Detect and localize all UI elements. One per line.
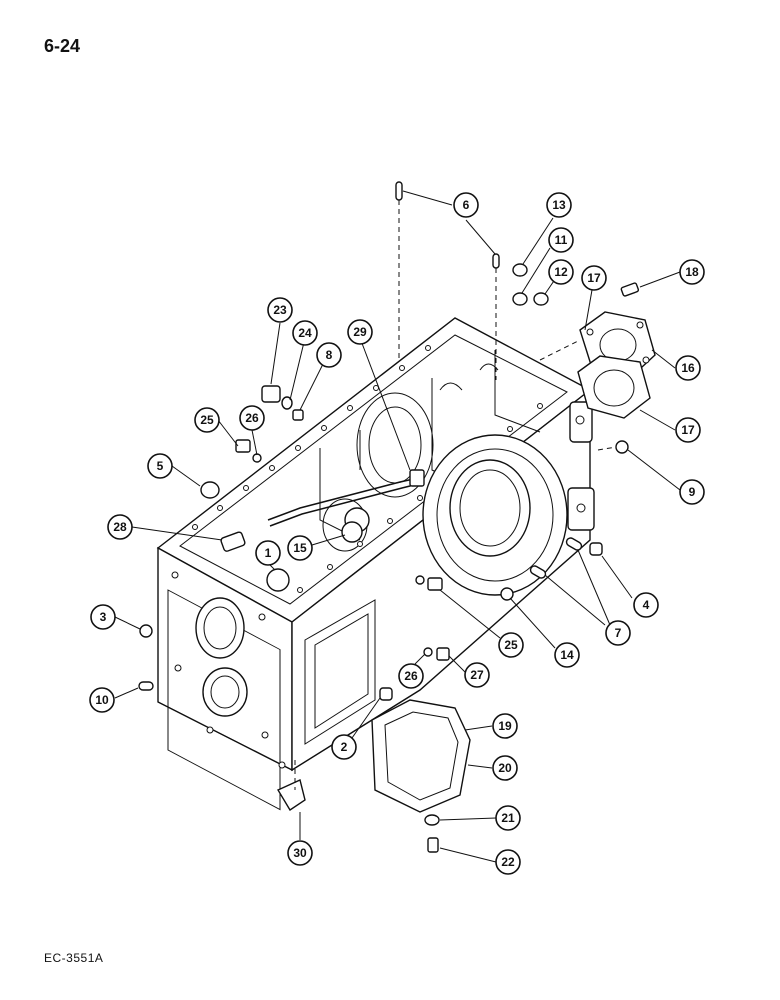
callout-2: 2 <box>331 734 357 760</box>
svg-text:27: 27 <box>470 668 484 682</box>
svg-text:7: 7 <box>615 626 622 640</box>
svg-text:6: 6 <box>463 198 470 212</box>
svg-text:23: 23 <box>273 303 287 317</box>
svg-text:16: 16 <box>681 361 695 375</box>
svg-text:25: 25 <box>504 638 518 652</box>
callout-12: 12 <box>548 259 574 285</box>
svg-text:21: 21 <box>501 811 515 825</box>
callouts: 6 13 11 12 17 18 16 17 9 23 24 8 29 25 2… <box>89 192 705 875</box>
callout-23: 23 <box>267 297 293 323</box>
callout-18: 18 <box>679 259 705 285</box>
svg-text:18: 18 <box>685 265 699 279</box>
svg-text:11: 11 <box>555 233 568 247</box>
callout-15: 15 <box>287 535 313 561</box>
callout-26-bottom: 26 <box>398 663 424 689</box>
callout-6: 6 <box>453 192 479 218</box>
leader-lines <box>114 190 681 863</box>
callout-21: 21 <box>495 805 521 831</box>
alignment-lines <box>294 200 617 790</box>
callout-8: 8 <box>316 342 342 368</box>
callout-3: 3 <box>90 604 116 630</box>
callout-20: 20 <box>492 755 518 781</box>
svg-text:3: 3 <box>100 610 107 624</box>
callout-25-top: 25 <box>194 407 220 433</box>
callout-17-bottom: 17 <box>675 417 701 443</box>
svg-text:26: 26 <box>404 669 418 683</box>
callout-25-bottom: 25 <box>498 632 524 658</box>
svg-text:26: 26 <box>245 411 259 425</box>
page-number: 6-24 <box>44 36 81 56</box>
svg-text:22: 22 <box>501 855 515 869</box>
svg-text:4: 4 <box>643 598 650 612</box>
svg-text:17: 17 <box>681 423 695 437</box>
svg-text:19: 19 <box>498 719 512 733</box>
svg-text:20: 20 <box>498 761 512 775</box>
svg-text:1: 1 <box>265 546 272 560</box>
svg-text:15: 15 <box>293 541 307 555</box>
callout-10: 10 <box>89 687 115 713</box>
callout-4: 4 <box>633 592 659 618</box>
callout-5: 5 <box>147 453 173 479</box>
callout-13: 13 <box>546 192 572 218</box>
svg-text:5: 5 <box>157 459 164 473</box>
callout-1: 1 <box>255 540 281 566</box>
callout-22: 22 <box>495 849 521 875</box>
svg-text:10: 10 <box>95 693 109 707</box>
svg-text:9: 9 <box>689 485 696 499</box>
svg-text:25: 25 <box>200 413 214 427</box>
callout-11: 11 <box>548 227 574 253</box>
callout-28: 28 <box>107 514 133 540</box>
callout-7: 7 <box>605 620 631 646</box>
callout-9: 9 <box>679 479 705 505</box>
callout-16: 16 <box>675 355 701 381</box>
callout-24: 24 <box>292 320 318 346</box>
svg-text:28: 28 <box>113 520 127 534</box>
callout-29: 29 <box>347 319 373 345</box>
svg-text:17: 17 <box>587 271 601 285</box>
svg-text:8: 8 <box>326 348 333 362</box>
svg-text:24: 24 <box>298 326 312 340</box>
svg-text:13: 13 <box>552 198 566 212</box>
svg-text:30: 30 <box>293 846 307 860</box>
svg-text:14: 14 <box>560 648 574 662</box>
callout-14: 14 <box>554 642 580 668</box>
svg-text:29: 29 <box>353 325 367 339</box>
callout-30: 30 <box>287 840 313 866</box>
callout-27: 27 <box>464 662 490 688</box>
loose-parts <box>138 181 656 853</box>
oil-pipe <box>267 469 425 527</box>
callout-26-top: 26 <box>239 405 265 431</box>
svg-text:2: 2 <box>341 740 348 754</box>
callout-19: 19 <box>492 713 518 739</box>
callout-17-top: 17 <box>581 265 607 291</box>
svg-text:12: 12 <box>554 265 568 279</box>
figure-code: EC-3551A <box>44 951 104 965</box>
